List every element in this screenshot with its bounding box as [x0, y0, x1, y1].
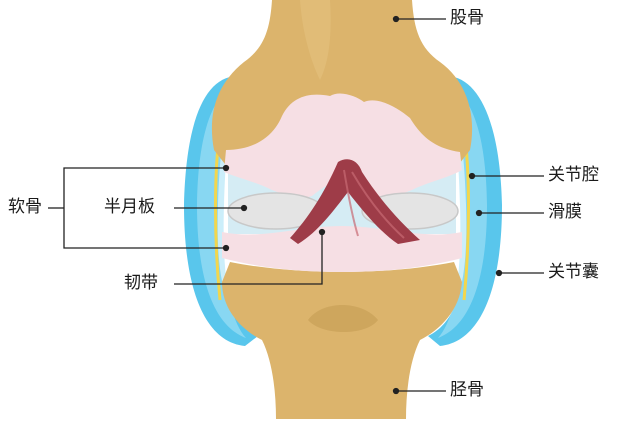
label-cartilage: 软骨 [8, 197, 42, 217]
label-synovium: 滑膜 [548, 202, 582, 222]
label-ligament: 韧带 [124, 273, 158, 293]
label-tibia: 胫骨 [450, 380, 484, 400]
leader-lines [48, 15, 544, 395]
label-meniscus: 半月板 [104, 197, 155, 217]
label-joint-capsule: 关节囊 [548, 262, 599, 282]
femoral-cartilage [224, 93, 462, 198]
joint-capsule-right [428, 76, 502, 346]
label-joint-cavity: 关节腔 [548, 165, 599, 185]
label-femur: 股骨 [450, 8, 484, 28]
tibia-bone [222, 262, 462, 419]
